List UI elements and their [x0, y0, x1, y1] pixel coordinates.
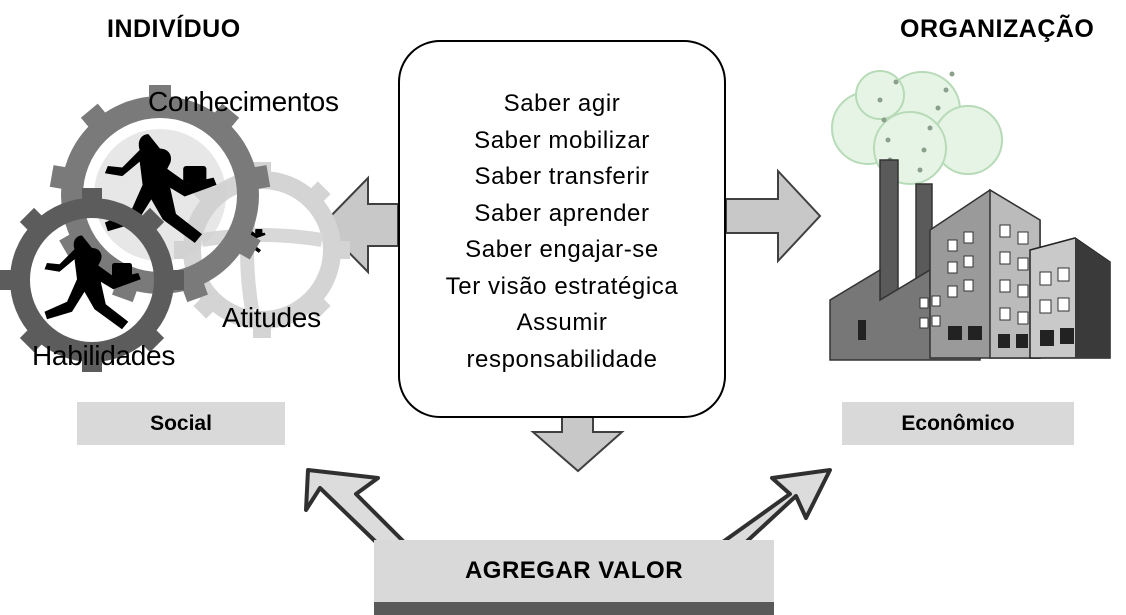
- arrow-to-organization: [725, 168, 822, 264]
- competency-item: Saber transferir: [474, 163, 650, 190]
- arrow-up-right: [718, 468, 832, 546]
- competency-item: Assumir: [516, 309, 608, 336]
- competency-item: Saber agir: [503, 90, 621, 117]
- skills-label: Habilidades: [32, 340, 176, 371]
- organization-title: ORGANIZAÇÃO: [900, 15, 1095, 43]
- competency-item: Ter visão estratégica: [445, 272, 679, 300]
- social-tag: Social: [77, 402, 285, 445]
- arrow-up-left: [304, 468, 408, 546]
- competency-item: responsabilidade: [466, 345, 658, 373]
- competencies-box: Saber agir Saber mobilizar Saber transfe…: [398, 40, 726, 418]
- add-value-label: AGREGAR VALOR: [464, 557, 684, 584]
- competency-item: Saber engajar-se: [465, 236, 659, 263]
- gear-skills: [0, 188, 184, 372]
- value-bar-shadow: [374, 600, 774, 615]
- factory-illustration: [829, 70, 1111, 361]
- competency-item: Saber mobilizar: [474, 126, 650, 154]
- individual-title: INDIVÍDUO: [107, 15, 241, 43]
- value-bar: [374, 540, 774, 602]
- smoke-cloud: [855, 70, 905, 120]
- knowledge-label: Conhecimentos: [148, 86, 339, 117]
- attitudes-label: Atitudes: [222, 302, 321, 333]
- competency-item: Saber aprender: [474, 199, 650, 227]
- economic-tag: Econômico: [842, 402, 1074, 445]
